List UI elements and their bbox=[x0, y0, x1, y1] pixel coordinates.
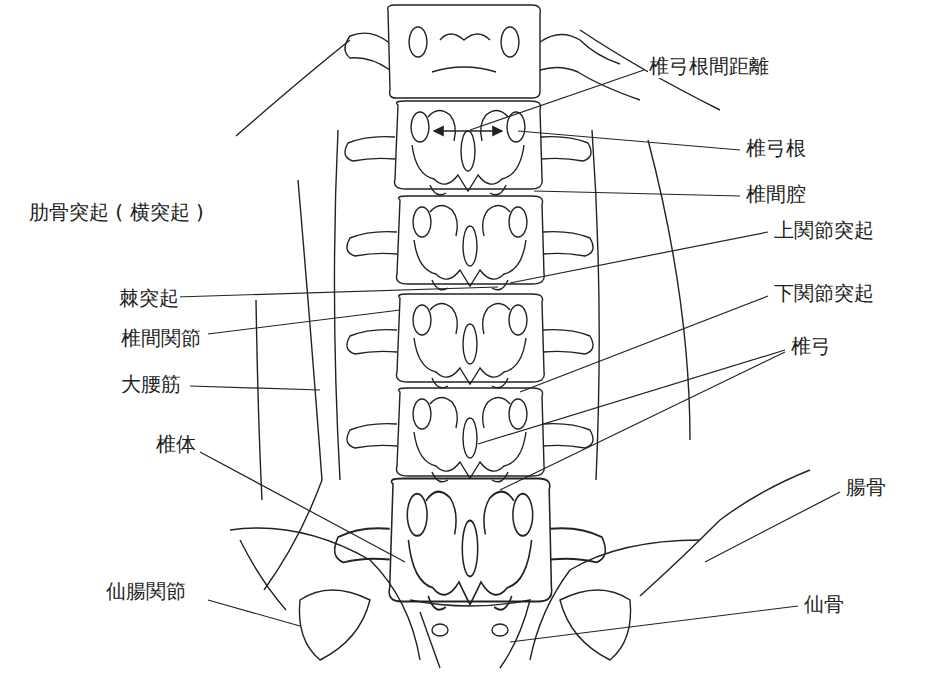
part-label: 椎間腔 bbox=[745, 182, 807, 206]
part-label: 上関節突起 bbox=[773, 218, 875, 242]
part-label: 椎体 bbox=[155, 432, 197, 456]
part-label: 仙骨 bbox=[803, 592, 845, 616]
part-label: 腸骨 bbox=[845, 475, 887, 499]
part-label: 棘突起 bbox=[118, 286, 180, 310]
part-label: 椎弓根 bbox=[745, 136, 807, 160]
part-label: 肋骨突起 ( 横突起 ) bbox=[28, 200, 205, 224]
part-label: 大腰筋 bbox=[120, 372, 182, 396]
part-label: 椎弓根間距離 bbox=[648, 54, 770, 78]
part-label: 下関節突起 bbox=[773, 281, 875, 305]
part-label: 椎間関節 bbox=[120, 326, 202, 350]
part-label: 椎弓 bbox=[790, 334, 832, 358]
part-label: 仙腸関節 bbox=[105, 579, 187, 603]
